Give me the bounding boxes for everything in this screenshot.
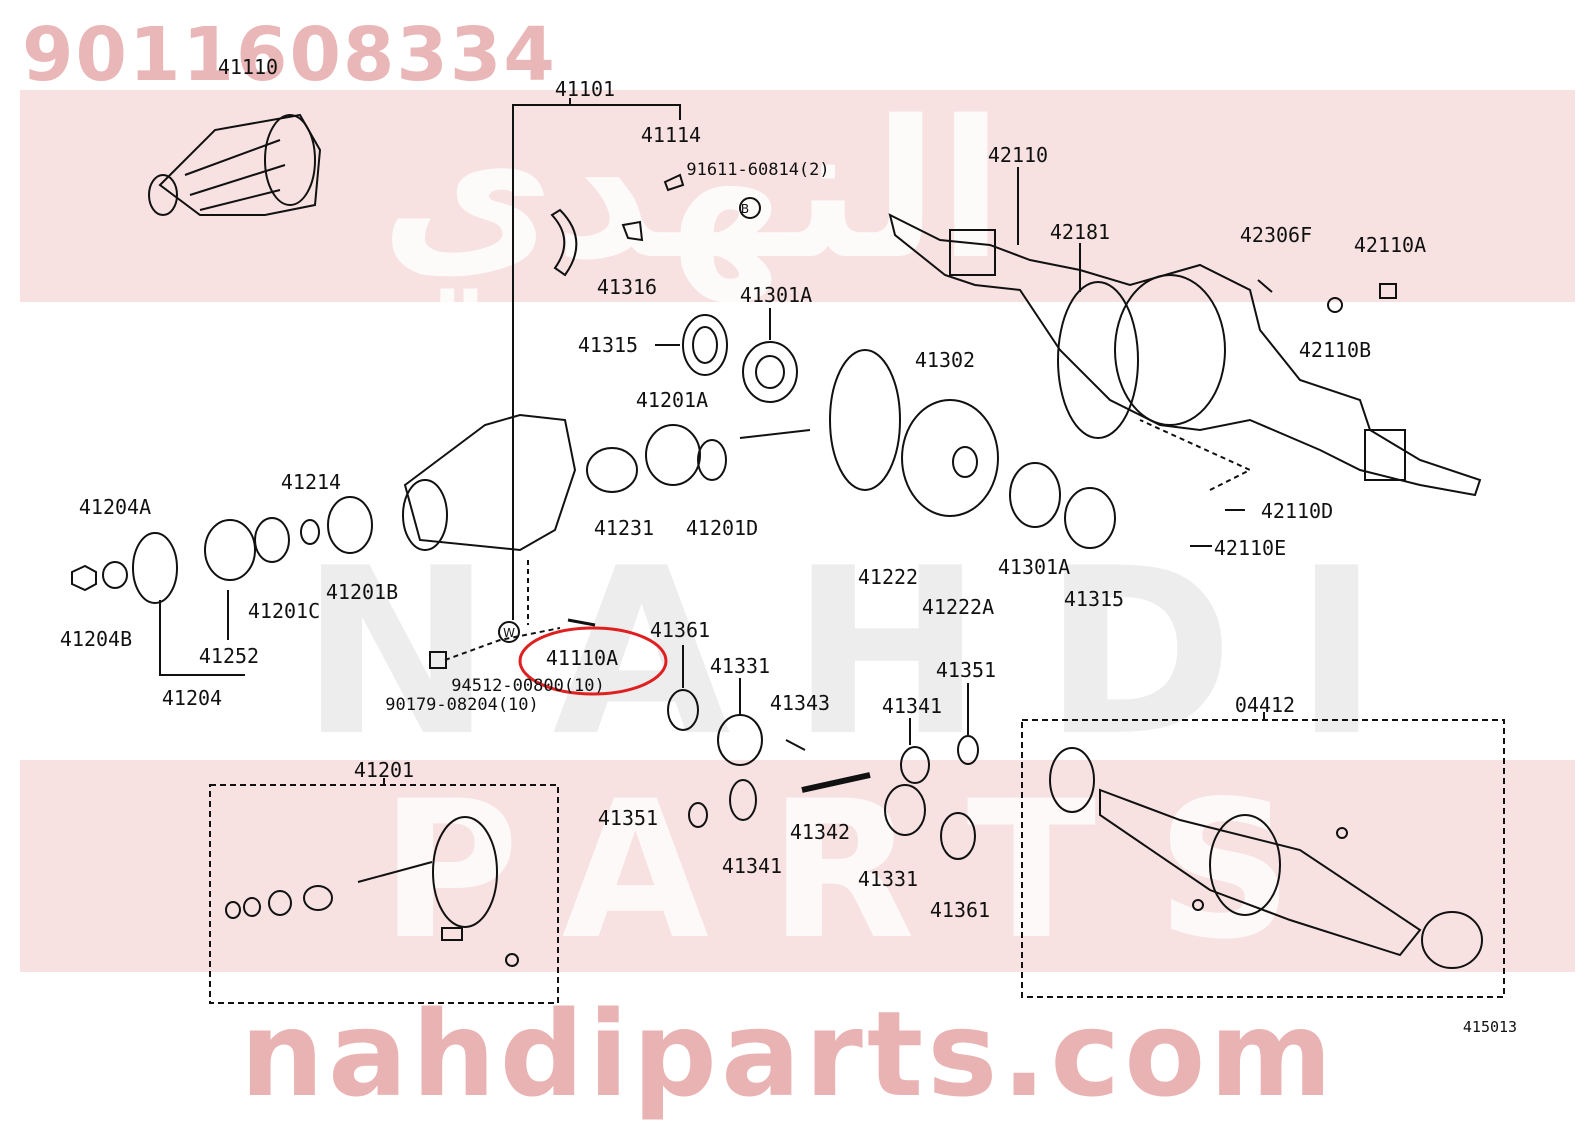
callout-41201a: 41201A [635, 388, 709, 412]
callout-41204a: 41204A [78, 495, 152, 519]
washer-41361-lower [940, 812, 976, 860]
callout-41302: 41302 [914, 348, 976, 372]
callout-41343: 41343 [769, 691, 831, 715]
nut-41204b [71, 564, 97, 592]
callout-41214: 41214 [280, 470, 342, 494]
callout-41315-top: 41315 [577, 333, 639, 357]
callout-41351-left: 41351 [597, 806, 659, 830]
callout-41342: 41342 [789, 820, 851, 844]
bearing-41315-lower [1064, 487, 1116, 549]
callout-41101: 41101 [554, 77, 616, 101]
callout-41341-top: 41341 [881, 694, 943, 718]
shaft-41342 [801, 772, 871, 793]
callout-41222: 41222 [857, 565, 919, 589]
callout-41361-low: 41361 [929, 898, 991, 922]
callout-41301a-top: 41301A [739, 283, 813, 307]
callout-42110: 42110 [987, 143, 1049, 167]
bearing-41301a [742, 341, 798, 403]
pin-41343 [785, 739, 806, 751]
washer-w [498, 621, 520, 643]
plug-42110a [1379, 283, 1397, 299]
washer-41204a [102, 561, 128, 589]
callout-41331-top: 41331 [709, 654, 771, 678]
spacer-41231 [586, 447, 638, 493]
flange-41204 [132, 532, 178, 604]
differential-case [901, 399, 999, 517]
callout-41204: 41204 [161, 686, 223, 710]
nut-90179 [429, 651, 447, 669]
callout-41361-top: 41361 [649, 618, 711, 642]
washer-b [739, 197, 761, 219]
watermark-part-number: 9011608334 [22, 12, 557, 98]
callout-41201d: 41201D [685, 516, 759, 540]
callout-42110b: 42110B [1298, 338, 1372, 362]
differential-carrier-assembly [148, 113, 322, 216]
callout-41204b: 41204B [59, 627, 133, 651]
diagram-id: 415013 [1462, 1018, 1518, 1036]
carrier-housing [402, 413, 577, 552]
watermark-parts: PARTS [380, 760, 1354, 981]
deflector-41252 [204, 519, 256, 581]
watermark-band-bottom [20, 760, 1575, 972]
side-gear-41331 [717, 714, 763, 766]
callout-42110d: 42110D [1260, 499, 1334, 523]
callout-42306f: 42306F [1239, 223, 1313, 247]
callout-41201c: 41201C [247, 599, 321, 623]
washer-41214 [300, 519, 320, 545]
seal-41201d [697, 439, 727, 481]
callout-42110e: 42110E [1213, 536, 1287, 560]
ring-gear [829, 349, 901, 491]
callout-04412: 04412 [1234, 693, 1296, 717]
callout-41231: 41231 [593, 516, 655, 540]
watermark-arabic: النهدي [380, 80, 1004, 301]
bearing-41201a [645, 424, 701, 486]
pinion-41341 [900, 746, 930, 784]
bearing-41201c [254, 517, 290, 563]
axle-housing [888, 213, 1482, 497]
watermark-nahdi: NAHDI [300, 520, 1440, 787]
washer-41351 [957, 735, 979, 765]
letter-w: W [503, 626, 515, 640]
stud-41110a [567, 618, 596, 627]
bolt-41114 [663, 173, 685, 192]
callout-90179: 90179-08204(10) [385, 695, 539, 715]
box-41201 [209, 784, 559, 1004]
washer-41351-left [688, 802, 708, 828]
side-gear-41331-lower [884, 784, 926, 836]
exploded-parts-drawing: B W [71, 98, 1505, 1004]
callout-41331-low: 41331 [857, 867, 919, 891]
callout-41315-low: 41315 [1063, 587, 1125, 611]
pinion-41341-lower [729, 779, 757, 821]
callout-41110: 41110 [217, 55, 279, 79]
bearing-41315 [682, 314, 728, 376]
breather-42306f [1257, 279, 1273, 293]
callout-41110a: 41110A [545, 646, 619, 670]
bearing-cap [550, 208, 578, 277]
letter-b: B [741, 202, 749, 216]
callout-91611: 91611-60814(2) [686, 160, 830, 180]
callout-42181: 42181 [1049, 220, 1111, 244]
highlight-ring [518, 626, 668, 696]
box-04412 [1021, 719, 1505, 998]
bearing-41201b [327, 496, 373, 554]
gasket-42110b [1327, 297, 1343, 313]
callout-41201-box: 41201 [353, 758, 415, 782]
diagram-stage: 9011608334 النهدي NAHDI PARTS nahdiparts… [20, 12, 1575, 1123]
callout-41114: 41114 [640, 123, 702, 147]
bearing-41301a-lower [1009, 462, 1061, 528]
callout-41316: 41316 [596, 275, 658, 299]
lock-41316 [621, 220, 644, 242]
callout-42110a: 42110A [1353, 233, 1427, 257]
callout-41201b: 41201B [325, 580, 399, 604]
callout-41341-low: 41341 [721, 854, 783, 878]
watermark-band-top [20, 90, 1575, 302]
callout-94512: 94512-00800(10) [451, 676, 605, 696]
callout-41351-right: 41351 [935, 658, 997, 682]
callout-41252: 41252 [198, 644, 260, 668]
washer-41361 [667, 689, 699, 731]
callout-41301a-low: 41301A [997, 555, 1071, 579]
callout-41222a: 41222A [921, 595, 995, 619]
